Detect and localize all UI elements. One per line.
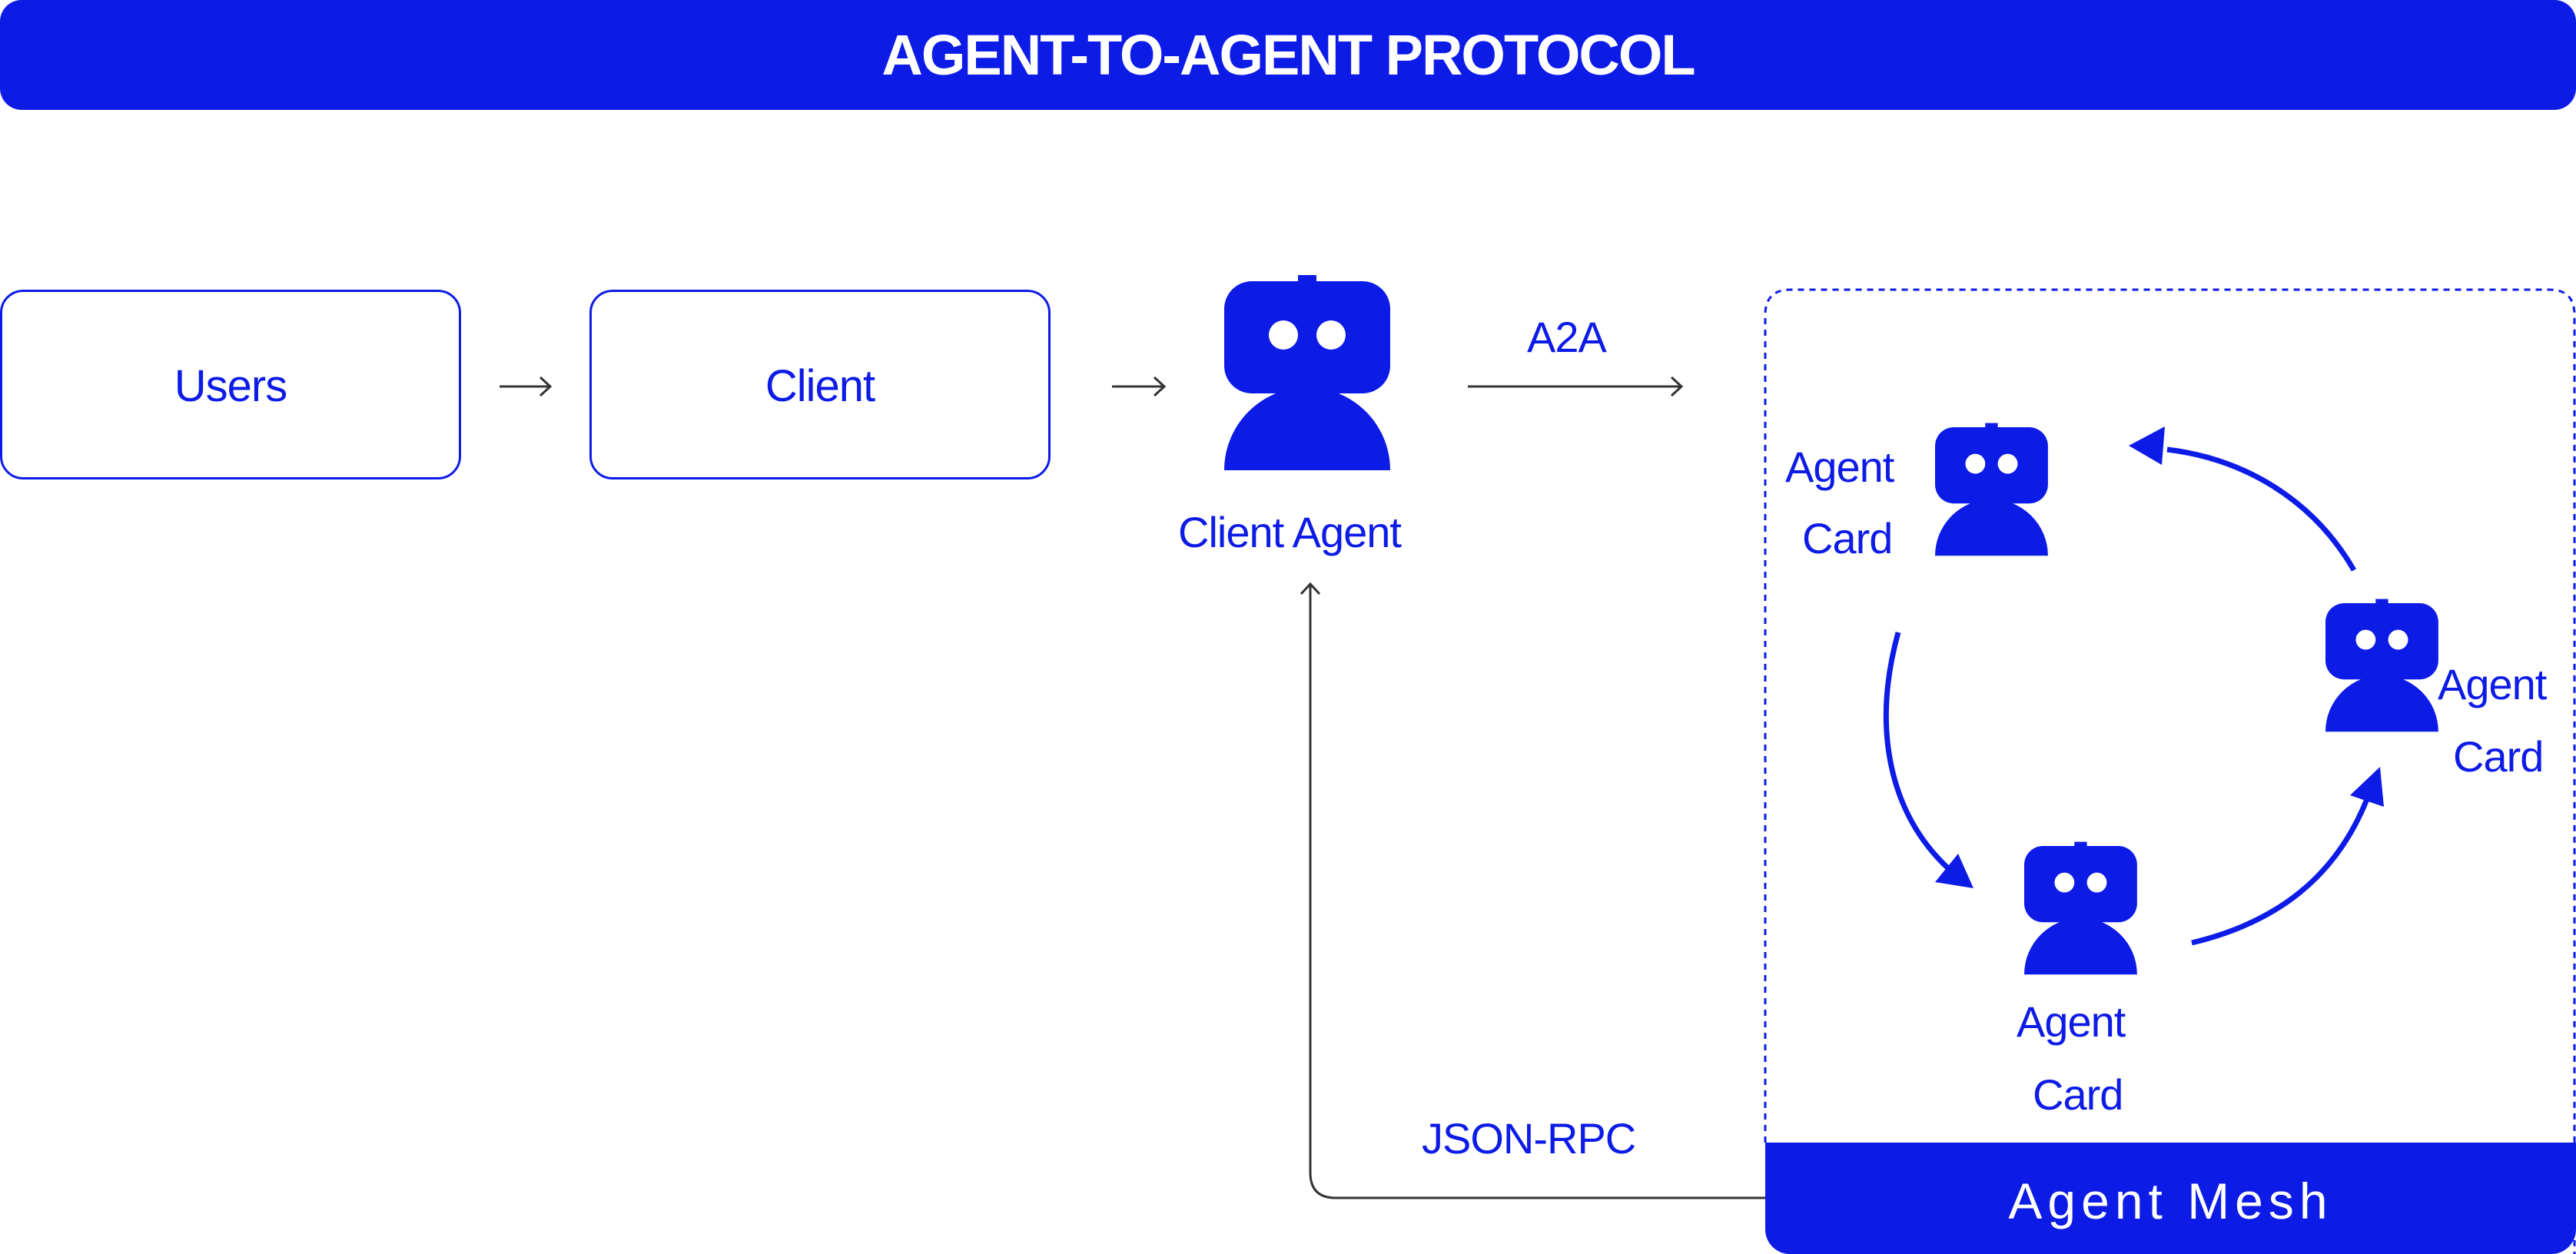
agent-card-label-line2: Card [1802, 514, 1893, 562]
client-agent-robot-icon [1224, 275, 1390, 470]
agent-card-label-line2: Card [2453, 732, 2544, 781]
client-label: Client [765, 361, 875, 411]
agent-mesh-border [1764, 288, 2576, 1254]
users-node: Users [0, 290, 461, 479]
json-rpc-label: JSON-RPC [1422, 1114, 1636, 1163]
client-node: Client [589, 290, 1051, 479]
agent-card-label-line1: Agent [2017, 997, 2126, 1046]
title-banner: AGENT-TO-AGENT PROTOCOL [0, 0, 2576, 110]
agent-robot-icon [2024, 841, 2137, 975]
users-label: Users [174, 361, 287, 411]
json-rpc-arrow [1300, 582, 1765, 1199]
cycle-arrow-right-to-top [2129, 426, 2357, 572]
agent-robot-icon [1935, 423, 2048, 556]
client-agent-label: Client Agent [1178, 508, 1402, 556]
agent-card-label-line1: Agent [1785, 443, 1894, 491]
agent-mesh-footer: Agent Mesh [1765, 1143, 2576, 1254]
client-to-agent-arrow [1112, 376, 1167, 397]
cycle-arrow-bottom-to-right [2191, 767, 2384, 946]
agent-card-label-line2: Card [2033, 1070, 2123, 1119]
diagram-title: AGENT-TO-AGENT PROTOCOL [881, 23, 1695, 87]
agent-robot-icon [2325, 599, 2438, 732]
agent-card-label-line1: Agent [2438, 660, 2547, 708]
users-to-client-arrow [500, 376, 553, 397]
cycle-arrow-top-to-bottom [1883, 632, 1973, 888]
a2a-arrow [1468, 376, 1684, 397]
a2a-label: A2A [1527, 313, 1607, 361]
agent-mesh-label: Agent Mesh [2008, 1173, 2333, 1229]
